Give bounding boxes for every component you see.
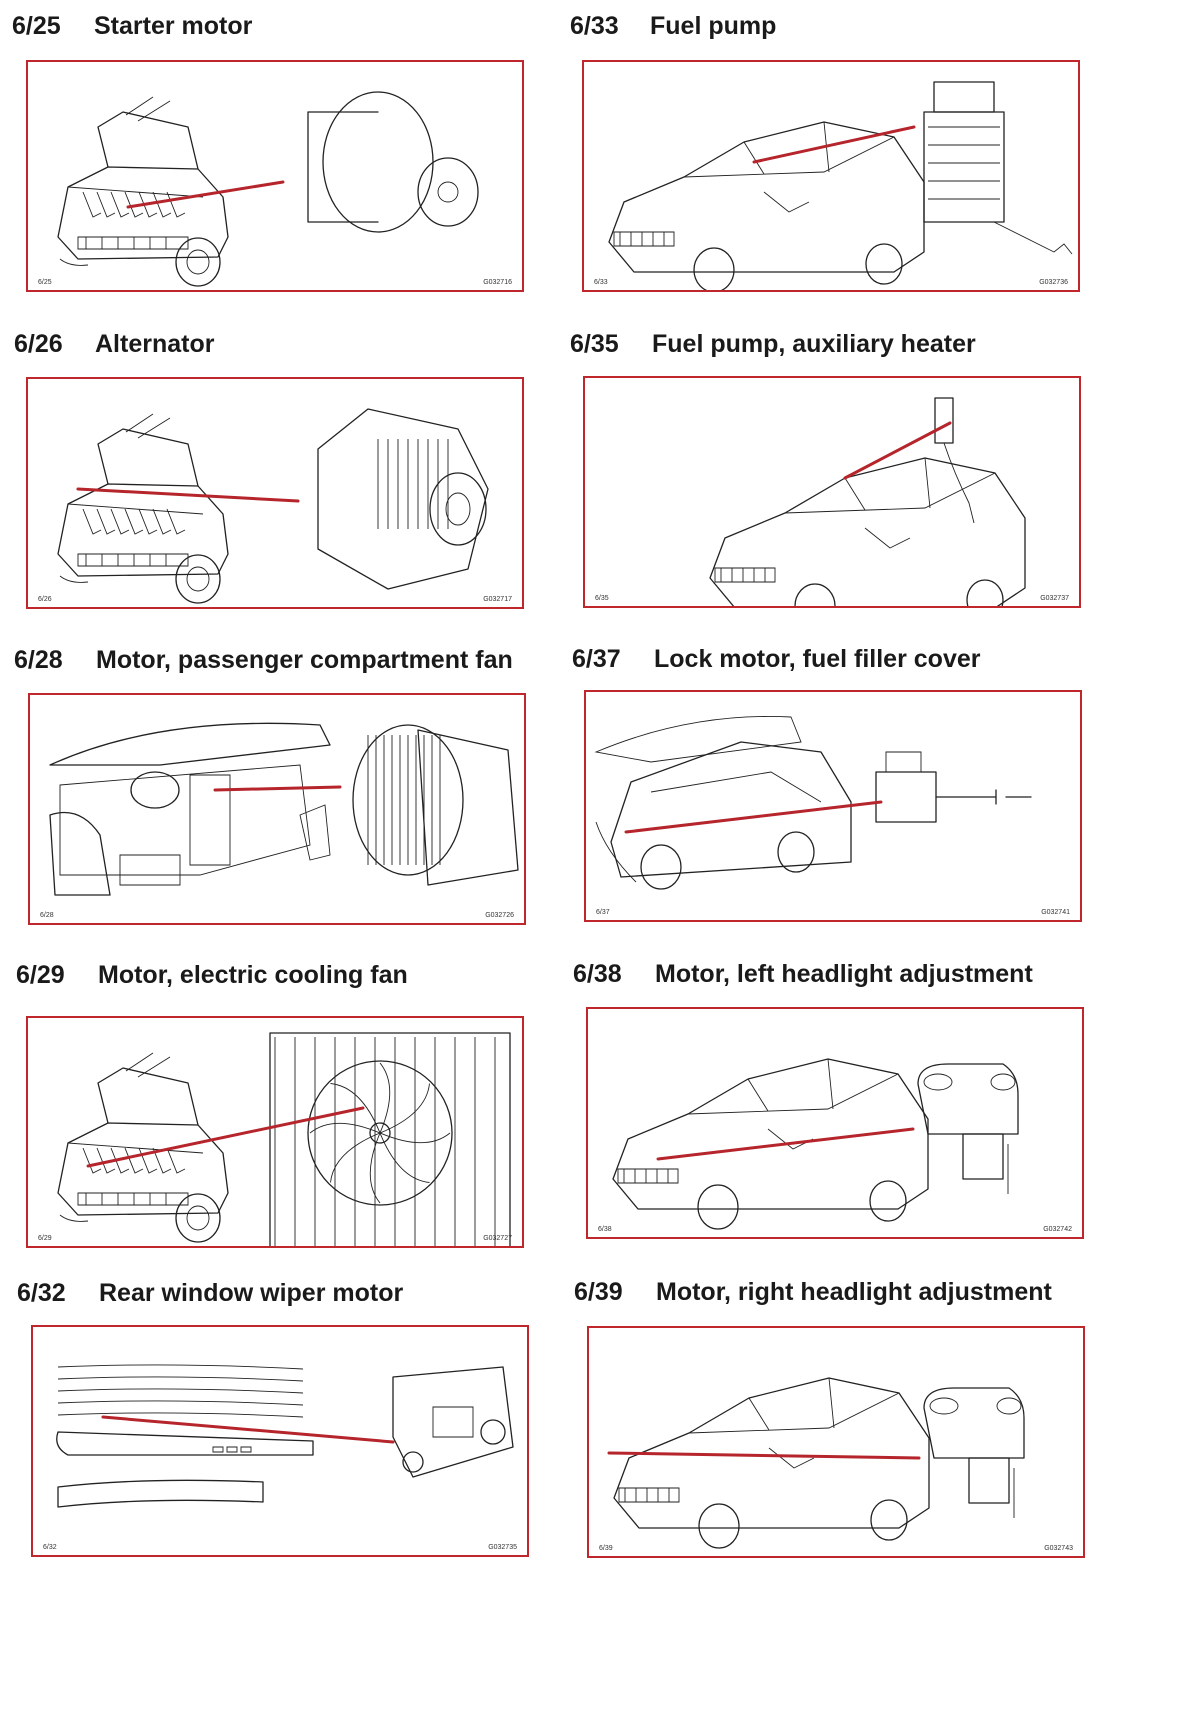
item-title: Motor, right headlight adjustment	[656, 1278, 1052, 1306]
item-title: Rear window wiper motor	[99, 1279, 404, 1307]
car-3q-view-drawing	[613, 1377, 930, 1549]
figure-code: G032727	[483, 1235, 512, 1242]
leader-line	[607, 1451, 921, 1460]
headlight-motor-drawing	[923, 1387, 1025, 1518]
figure-label-left: 6/28	[40, 912, 54, 919]
component-illustration	[57, 1032, 511, 1246]
leader-line	[656, 1127, 915, 1161]
figure-code: G032726	[485, 912, 514, 919]
figure-code: G032716	[483, 279, 512, 286]
item-title: Fuel pump, auxiliary heater	[652, 330, 976, 358]
item-title: Lock motor, fuel filler cover	[654, 645, 981, 673]
car-3q-view-drawing	[709, 457, 1026, 606]
figure-frame: 6/33 G032736	[582, 60, 1080, 292]
figure-label-left: 6/38	[598, 1226, 612, 1233]
figure-frame: 6/29 G032727	[26, 1016, 524, 1248]
component-illustration	[57, 91, 479, 287]
item-code: 6/37	[572, 645, 621, 673]
leader-line	[752, 125, 916, 164]
item-title: Motor, left headlight adjustment	[655, 960, 1033, 988]
leader-line	[126, 180, 285, 209]
item-title: Motor, electric cooling fan	[98, 961, 408, 989]
item-code: 6/38	[573, 960, 622, 988]
item-code: 6/28	[14, 646, 63, 674]
figure-frame: 6/25 G032716	[26, 60, 524, 292]
car-3q-view-drawing	[612, 1058, 929, 1230]
figure-frame: 6/28 G032726	[28, 693, 526, 925]
item-title: Starter motor	[94, 12, 253, 40]
figure-label-left: 6/33	[594, 279, 608, 286]
item-code: 6/33	[570, 12, 619, 40]
blower-fan-drawing	[352, 724, 519, 886]
figure-frame: 6/35 G032737	[583, 376, 1081, 608]
figure-code: G032737	[1040, 595, 1069, 602]
figure-code: G032741	[1041, 909, 1070, 916]
figure-frame: 6/39 G032743	[587, 1326, 1085, 1558]
item-code: 6/25	[12, 12, 61, 40]
leader-line	[76, 487, 300, 503]
car-front-hood-open-drawing	[57, 1052, 229, 1243]
component-illustration	[612, 1058, 1019, 1230]
item-title: Fuel pump	[650, 12, 777, 40]
component-illustration	[56, 1364, 514, 1508]
figure-label-left: 6/37	[596, 909, 610, 916]
component-illustration	[709, 397, 1026, 606]
headlight-motor-drawing	[917, 1063, 1019, 1194]
leader-line	[101, 1415, 395, 1444]
item-code: 6/35	[570, 330, 619, 358]
car-3q-view-drawing	[608, 121, 925, 290]
component-illustration	[57, 408, 489, 604]
figure-frame: 6/32 G032735	[31, 1325, 529, 1557]
fuel-pump-drawing	[923, 81, 1073, 255]
figure-frame: 6/26 G032717	[26, 377, 524, 609]
car-rear-side-drawing	[594, 716, 852, 890]
component-illustration	[608, 81, 1073, 290]
item-code: 6/26	[14, 330, 63, 358]
figure-label-left: 6/35	[595, 595, 609, 602]
figure-code: G032736	[1039, 279, 1068, 286]
wiper-motor-drawing	[392, 1366, 514, 1478]
figure-code: G032742	[1043, 1226, 1072, 1233]
item-code: 6/39	[574, 1278, 623, 1306]
alternator-drawing	[317, 408, 489, 590]
figure-label-left: 6/39	[599, 1545, 613, 1552]
lock-motor-drawing	[875, 751, 1032, 823]
cooling-fan-radiator-drawing	[269, 1032, 511, 1246]
component-illustration	[594, 716, 1032, 890]
starter-motor-drawing	[307, 91, 479, 233]
figure-label-left: 6/26	[38, 596, 52, 603]
rear-window-drawing	[56, 1364, 314, 1508]
car-front-hood-open-drawing	[57, 413, 229, 604]
figure-frame: 6/37 G032741	[584, 690, 1082, 922]
item-title: Motor, passenger compartment fan	[96, 646, 513, 674]
component-illustration	[607, 1377, 1025, 1549]
item-code: 6/29	[16, 961, 65, 989]
component-illustration	[49, 722, 519, 896]
figure-code: G032743	[1044, 1545, 1073, 1552]
figure-label-left: 6/25	[38, 279, 52, 286]
car-front-hood-open-drawing	[57, 96, 229, 287]
item-title: Alternator	[95, 330, 215, 358]
leader-line	[213, 785, 342, 792]
item-code: 6/32	[17, 1279, 66, 1307]
leader-line	[843, 421, 952, 480]
dashboard-interior-drawing	[49, 722, 331, 896]
leader-line	[86, 1106, 365, 1168]
figure-frame: 6/38 G032742	[586, 1007, 1084, 1239]
aux-heater-pump-drawing	[934, 397, 975, 524]
leader-line	[624, 800, 883, 834]
figure-code: G032717	[483, 596, 512, 603]
figure-label-left: 6/32	[43, 1544, 57, 1551]
figure-code: G032735	[488, 1544, 517, 1551]
figure-label-left: 6/29	[38, 1235, 52, 1242]
